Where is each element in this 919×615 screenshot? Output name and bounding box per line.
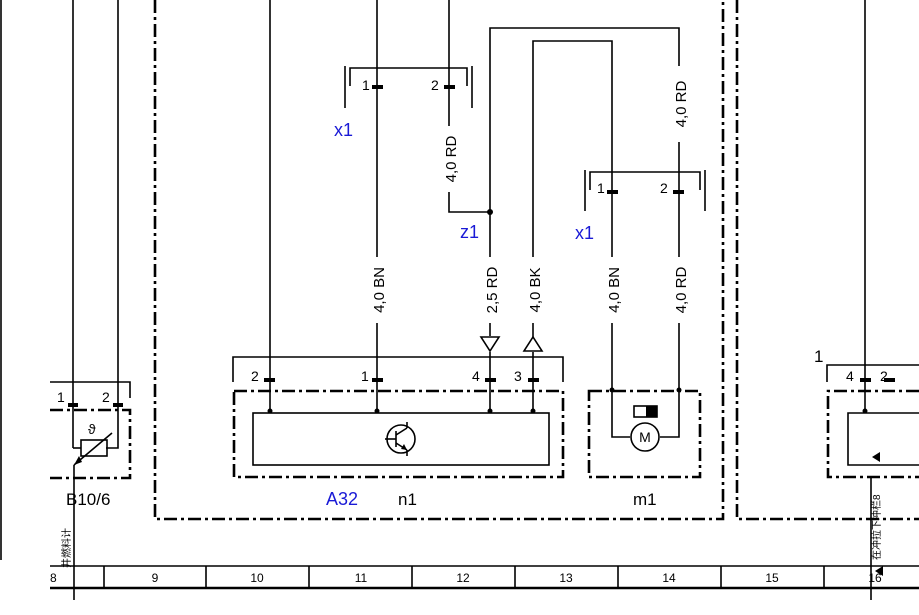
a32-pin4-contact bbox=[485, 378, 496, 382]
side-text-left: 井燃料计 bbox=[60, 528, 73, 568]
x1-right-pin1-contact bbox=[607, 190, 618, 194]
a32-pin-label-2: 2 bbox=[251, 368, 259, 384]
junction-z1 bbox=[487, 209, 493, 215]
m1-label: m1 bbox=[633, 490, 657, 509]
wire-label-bn-right: 4,0 BN bbox=[606, 267, 623, 313]
m1-lead-right bbox=[660, 390, 680, 438]
connector-x1-top: 1 2 x1 bbox=[334, 66, 473, 140]
b10-housing bbox=[50, 408, 132, 480]
x1-top-label: x1 bbox=[334, 120, 353, 140]
connector-x1-right: 1 2 x1 bbox=[575, 170, 706, 243]
grid-column-label: 13 bbox=[559, 571, 573, 585]
component-a32: 2 1 4 3 A32 n1 bbox=[232, 356, 565, 509]
m1-lead-left bbox=[611, 390, 630, 438]
grid-column-label: 15 bbox=[765, 571, 779, 585]
switch-icon-fill bbox=[646, 406, 657, 417]
a32-pin1-contact bbox=[372, 378, 383, 382]
component-m1: M m1 bbox=[587, 387, 702, 509]
right-pin2-label: 2 bbox=[880, 368, 888, 384]
x1-top-pin2-label: 2 bbox=[431, 77, 439, 93]
wire-bk-loop bbox=[532, 40, 613, 257]
b10-pin1-contact bbox=[68, 403, 78, 407]
right-inner-box bbox=[847, 412, 919, 466]
x1-top-pin1-label: 1 bbox=[362, 77, 370, 93]
x1-right-pin2-contact bbox=[673, 190, 684, 194]
x1-top-pin1-contact bbox=[372, 85, 383, 89]
right-connector-outline bbox=[826, 364, 919, 382]
x1-right-pin1-label: 1 bbox=[597, 180, 605, 196]
x1-right-label: x1 bbox=[575, 223, 594, 243]
b10-connector-outline bbox=[50, 381, 131, 398]
wire-rd-top-lower bbox=[448, 192, 490, 213]
a32-control-unit-box bbox=[252, 412, 550, 466]
motor-icon bbox=[630, 422, 660, 452]
a32-pin-label-4: 4 bbox=[472, 368, 480, 384]
grid-ruler: 8 9 10 11 12 13 14 15 16 bbox=[50, 565, 919, 590]
grid-column-label: 16 bbox=[868, 571, 882, 585]
module-boundary-center bbox=[153, 0, 725, 521]
a32-connector-outline bbox=[232, 356, 564, 382]
x1-right-outline bbox=[589, 171, 701, 190]
grid-column-label: 10 bbox=[250, 571, 264, 585]
grid-column-label: 14 bbox=[662, 571, 676, 585]
component-right-partial: 1 4 2 在冲拉下冲栏8 bbox=[814, 0, 919, 600]
transistor-icon bbox=[385, 422, 416, 456]
right-marker-1 bbox=[872, 452, 880, 462]
wire-label-bk: 4,0 BK bbox=[527, 267, 544, 312]
wire-label-rd-right: 4,0 RD bbox=[673, 266, 690, 313]
a32-pin-label-3: 3 bbox=[514, 368, 522, 384]
a32-pin3-contact bbox=[528, 378, 539, 382]
theta-symbol: ϑ bbox=[88, 421, 96, 437]
right-marker-2 bbox=[875, 566, 883, 576]
wire-z1-loop bbox=[489, 27, 680, 212]
x1-right-pin2-label: 2 bbox=[660, 180, 668, 196]
b10-6-label: B10/6 bbox=[66, 490, 110, 509]
b10-pin1-label: 1 bbox=[57, 389, 65, 405]
grid-column-label: 9 bbox=[152, 571, 159, 585]
right-outer-label: 1 bbox=[814, 347, 823, 366]
grid-column-label: 11 bbox=[355, 571, 368, 585]
z1-label: z1 bbox=[460, 222, 479, 242]
a32-housing bbox=[232, 389, 565, 479]
grid-column-label: 8 bbox=[50, 571, 57, 585]
a32-pin2-contact bbox=[264, 378, 275, 382]
thermistor-arrow-head bbox=[74, 456, 82, 465]
wire-label-rd25: 2,5 RD bbox=[484, 266, 501, 313]
wire-label-rd-right-top: 4,0 RD bbox=[673, 80, 690, 127]
grid-column-label: 12 bbox=[456, 571, 470, 585]
b10-lead-2 bbox=[106, 407, 119, 449]
module-boundary-right bbox=[735, 0, 919, 521]
x1-top-pin2-contact bbox=[444, 85, 455, 89]
b10-pin2-label: 2 bbox=[102, 389, 110, 405]
x1-top-outline bbox=[349, 67, 468, 86]
right-pin4-label: 4 bbox=[846, 368, 854, 384]
right-pin2-contact bbox=[884, 378, 895, 382]
right-pin4-contact bbox=[860, 378, 871, 382]
m1-housing bbox=[587, 389, 702, 479]
right-housing bbox=[826, 389, 919, 479]
motor-symbol-label: M bbox=[639, 429, 651, 445]
a32-sub-label: n1 bbox=[398, 490, 417, 509]
side-text-right: 在冲拉下冲栏8 bbox=[870, 494, 883, 560]
wire-label-rd-top: 4,0 RD bbox=[443, 135, 460, 182]
a32-pin-label-1: 1 bbox=[361, 368, 369, 384]
a32-label: A32 bbox=[326, 489, 358, 509]
arrow-down-rd25 bbox=[479, 336, 501, 353]
wire-label-bn-center: 4,0 BN bbox=[371, 267, 388, 313]
arrow-up-bk bbox=[522, 335, 544, 352]
b10-pin2-contact bbox=[113, 403, 123, 407]
component-b10-6: 1 2 ϑ B10/6 bbox=[50, 0, 132, 509]
